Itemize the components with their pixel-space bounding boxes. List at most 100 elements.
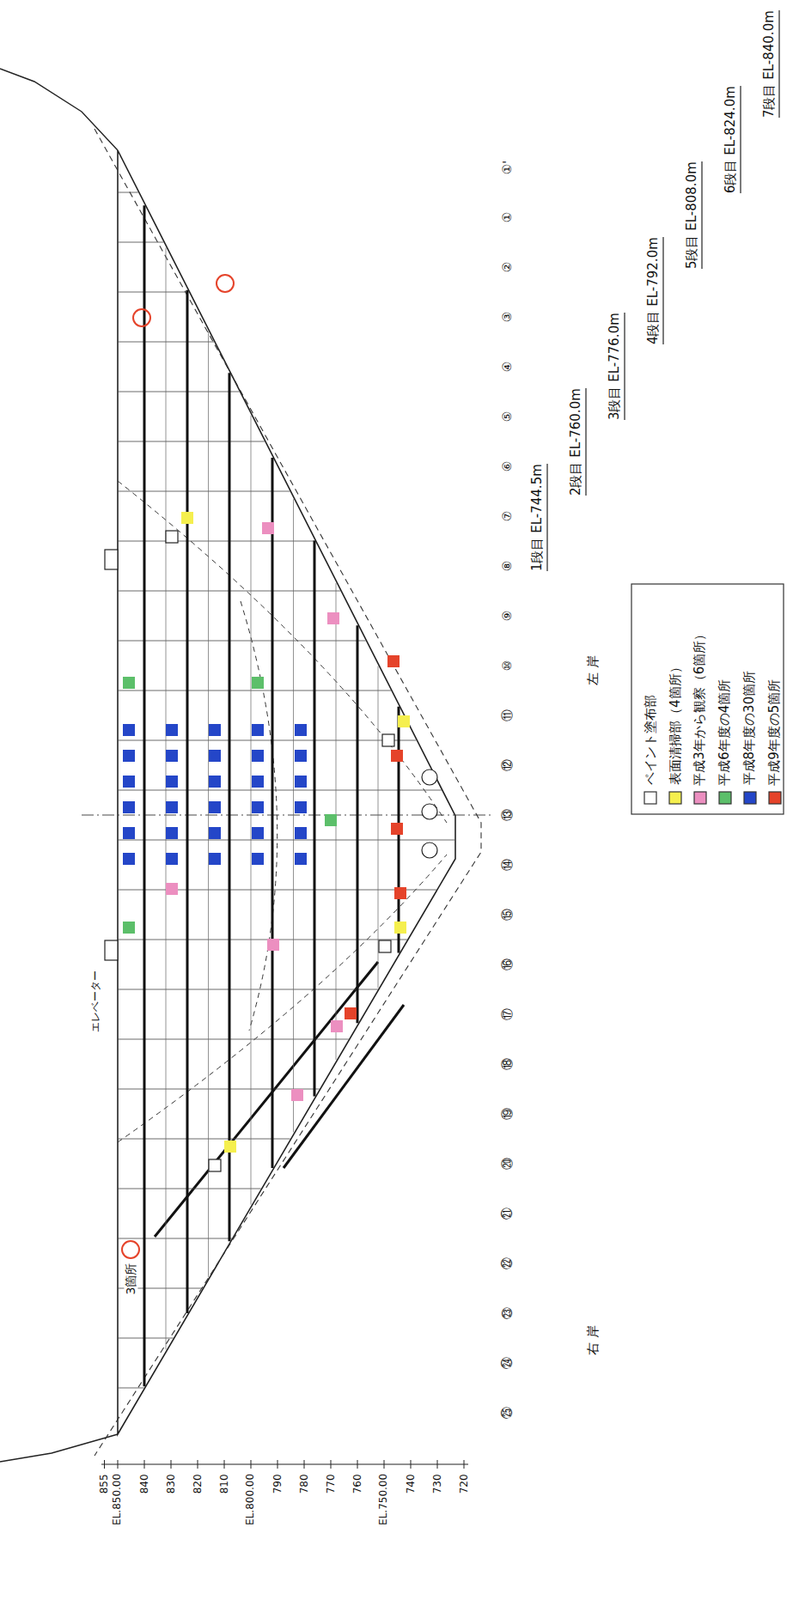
block-number: ⑯ <box>500 958 514 971</box>
label-underline <box>662 237 664 345</box>
survey-marker <box>387 655 400 668</box>
lift-label: 2段目 EL-760.0m <box>567 388 583 496</box>
legend-swatch <box>694 792 707 805</box>
survey-marker <box>208 775 221 788</box>
elevation-label: 855 <box>98 1474 111 1495</box>
block-joint <box>117 890 437 891</box>
axis-tick <box>437 1460 439 1470</box>
axis-tick <box>170 1460 172 1470</box>
legend-text: 平成6年度の4箇所 <box>717 678 732 786</box>
survey-marker <box>208 1159 221 1172</box>
lift-label: 5段目 EL-808.0m <box>683 161 699 269</box>
block-joint <box>117 441 265 443</box>
block-number: ⑬ <box>500 809 514 822</box>
survey-marker <box>165 827 178 840</box>
block-number: ①' <box>500 160 514 175</box>
survey-marker <box>122 827 135 840</box>
legend-swatch <box>744 792 757 805</box>
block-joint <box>117 1089 320 1091</box>
survey-marker <box>251 801 264 814</box>
outlet-circle <box>421 804 438 820</box>
survey-marker <box>165 775 178 788</box>
outlet-circle <box>421 842 438 859</box>
survey-marker <box>208 750 221 763</box>
survey-marker <box>262 522 275 535</box>
survey-marker <box>208 724 221 737</box>
label-underline <box>778 10 780 118</box>
lift-line <box>228 372 232 1242</box>
elevation-label: EL.800.00 <box>244 1474 257 1526</box>
lift-line <box>271 457 275 1169</box>
block-joint <box>117 541 316 543</box>
block-joint <box>117 640 366 642</box>
legend-text: 平成3年から観察（6箇所） <box>692 627 708 786</box>
axis-tick <box>384 1460 385 1470</box>
label-underline <box>546 463 548 572</box>
axis-tick <box>103 1460 105 1470</box>
elevation-label: EL.850.00 <box>111 1474 124 1526</box>
elevation-label: 780 <box>298 1474 311 1495</box>
block-joint <box>117 1189 262 1190</box>
block-number: ⑥ <box>500 461 514 473</box>
axis-tick <box>197 1460 199 1470</box>
lift-subline <box>250 415 252 1206</box>
legend-text: 平成8年度の30箇所 <box>742 670 757 786</box>
survey-marker <box>324 814 337 827</box>
survey-marker <box>122 801 135 814</box>
survey-marker <box>294 724 307 737</box>
block-joint <box>117 1388 145 1390</box>
label-underline <box>701 161 702 269</box>
block-number: ⑰ <box>500 1008 514 1021</box>
block-joint <box>117 740 416 742</box>
block-number: ⑪ <box>500 709 514 722</box>
block-number: ㉓ <box>500 1307 514 1320</box>
survey-marker <box>122 677 135 690</box>
elevation-label: 730 <box>431 1474 444 1495</box>
elevation-label: EL.750.00 <box>378 1474 391 1526</box>
elevation-axis <box>101 1464 469 1465</box>
survey-marker <box>294 750 307 763</box>
red-circle <box>122 1241 140 1259</box>
survey-marker <box>165 724 178 737</box>
lift-line <box>313 541 317 1098</box>
block-number: ㉔ <box>500 1357 514 1370</box>
block-number: ㉕ <box>500 1407 514 1420</box>
legend-text: ペイント塗布部 <box>642 695 658 786</box>
block-number: ① <box>500 212 514 224</box>
elevation-label: 770 <box>324 1474 337 1495</box>
survey-marker <box>251 827 264 840</box>
axis-tick <box>224 1460 226 1470</box>
block-number: ② <box>500 262 514 274</box>
elevator-house <box>104 940 118 961</box>
survey-marker <box>181 512 194 525</box>
survey-marker <box>251 677 264 690</box>
lift-subline <box>165 247 167 1350</box>
count-label: 3箇所 <box>123 1262 138 1295</box>
elevation-label: 840 <box>138 1474 151 1495</box>
survey-marker <box>394 921 407 934</box>
rock-contour <box>117 854 447 1143</box>
survey-marker <box>294 853 307 866</box>
survey-marker <box>165 883 178 896</box>
axis-tick <box>410 1460 412 1470</box>
block-number: ㉑ <box>500 1207 514 1220</box>
facility-label: エレベーター <box>90 970 103 1033</box>
lift-label: 6段目 EL-824.0m <box>722 85 738 194</box>
block-number: ⑲ <box>500 1108 514 1121</box>
survey-marker <box>224 1140 237 1153</box>
elevation-label: 810 <box>218 1474 231 1495</box>
outlet-circle <box>421 769 438 786</box>
block-number: ⑩ <box>500 660 514 672</box>
axis-tick <box>144 1460 146 1470</box>
survey-marker <box>394 887 407 900</box>
lift-line <box>186 290 190 1314</box>
red-circle <box>216 274 234 293</box>
block-joint <box>117 292 190 293</box>
axis-tick <box>304 1460 305 1470</box>
block-number: ⑭ <box>500 859 514 872</box>
survey-marker <box>165 750 178 763</box>
elevation-label: 830 <box>164 1474 177 1495</box>
lift-label: 4段目 EL-792.0m <box>645 237 660 345</box>
lift-label: 3段目 EL-776.0m <box>606 312 622 421</box>
